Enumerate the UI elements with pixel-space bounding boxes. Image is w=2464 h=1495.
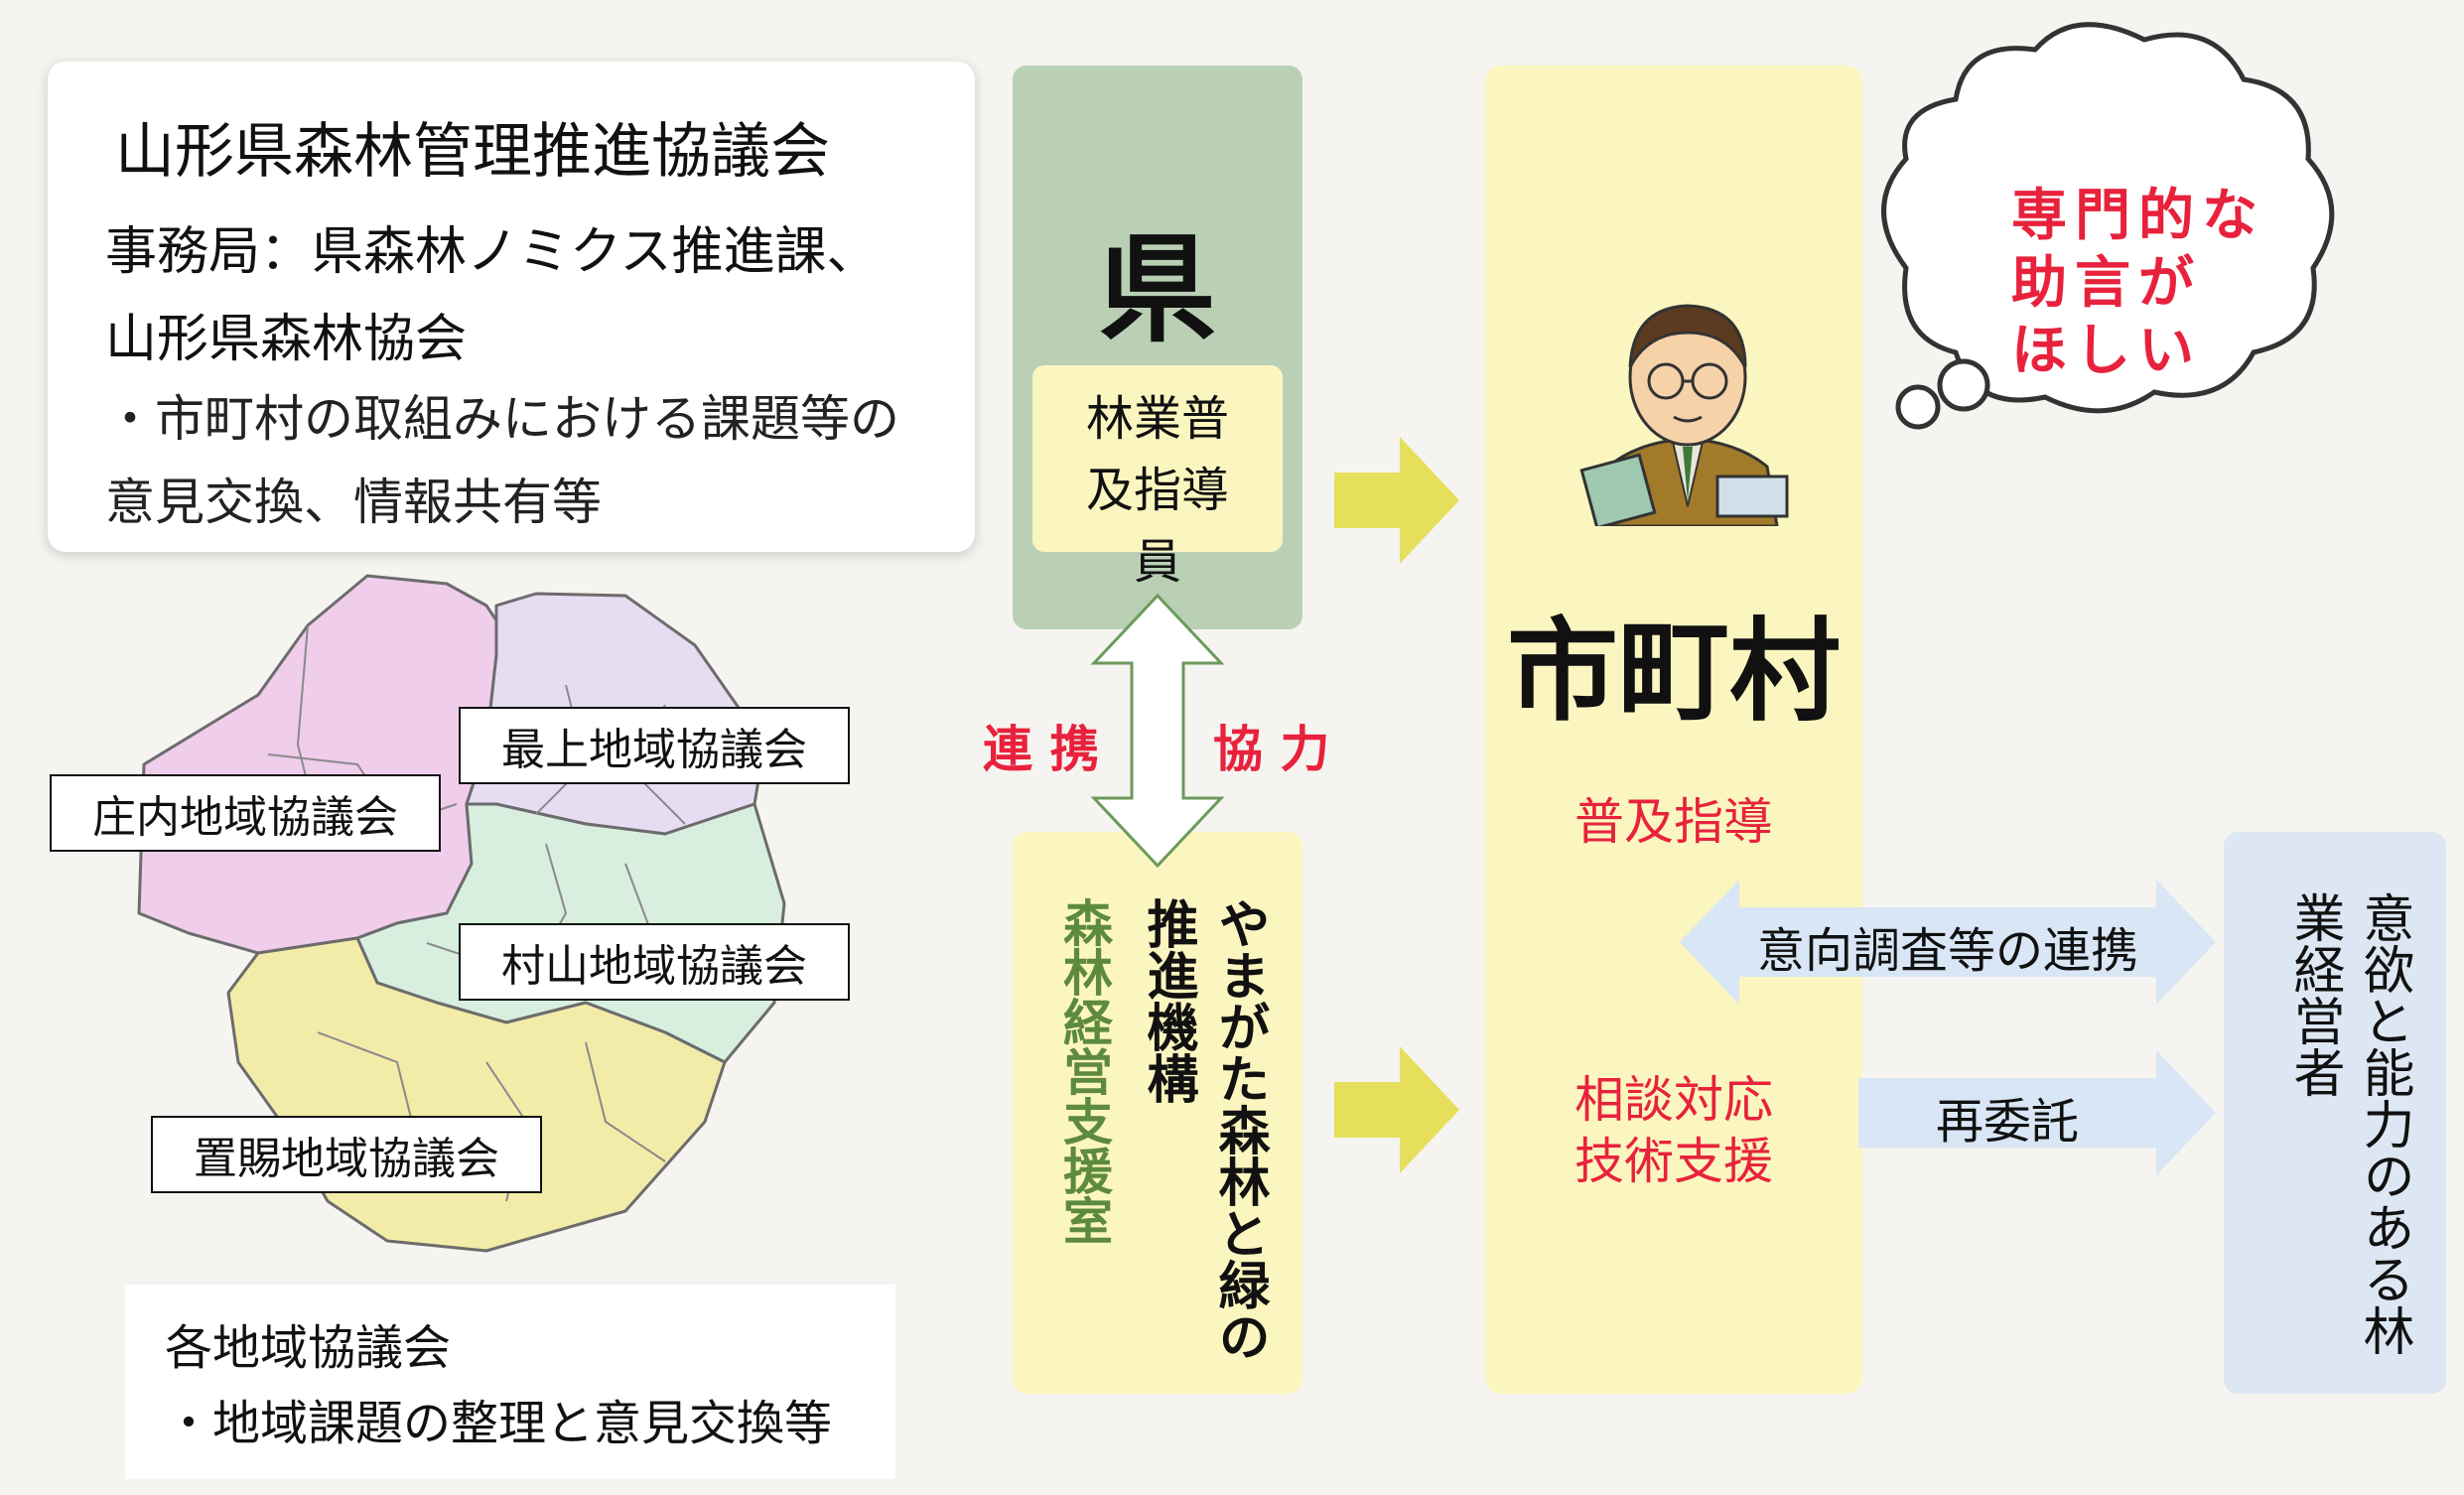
council-card: 山形県森林管理推進協議会 事務局：県森林ノミクス推進課、山形県森林協会 ・市町村… — [48, 62, 975, 552]
municipal-official-illustration — [1579, 304, 1789, 526]
organization-block: やまがた森林と緑の推進機構 森林経営支援室 — [1013, 832, 1302, 1394]
reconsign-label: 再委託 — [1935, 1094, 2079, 1150]
arrow-prefecture-to-municipality — [1334, 437, 1459, 564]
regional-title: 各地域協議会 — [165, 1320, 452, 1376]
prefecture-block: 県 林業普及指導員 — [1013, 66, 1302, 629]
municipality-block: 市町村 普及指導 相談対応 技術支援 — [1485, 66, 1862, 1394]
regional-councils-box: 各地域協議会 ・地域課題の整理と意見交換等 — [125, 1285, 895, 1479]
thought-line-3: ほしい — [2011, 319, 2202, 383]
label-mogami: 最上地域協議会 — [459, 707, 850, 784]
label-shonai: 庄内地域協議会 — [50, 774, 441, 852]
label-murayama: 村山地域協議会 — [459, 923, 850, 1001]
thought-line-2: 助言が — [2011, 251, 2202, 316]
shonai-region — [137, 574, 508, 955]
council-title: 山形県森林管理推進協議会 — [115, 117, 830, 187]
reconsign-arrow — [1858, 1050, 2216, 1175]
support-office-name: 森林経営支援室 — [1055, 897, 1113, 1245]
survey-label: 意向調査等の連携 — [1756, 923, 2138, 979]
label-okitama: 置賜地域協議会 — [151, 1116, 542, 1193]
forestry-managers-block: 意欲と能力のある林業経営者 — [2224, 832, 2446, 1394]
regional-description: ・地域課題の整理と意見交換等 — [165, 1396, 833, 1451]
council-description: ・市町村の取組みにおける課題等の意見交換、情報共有等 — [105, 390, 899, 531]
forestry-managers-label: 意欲と能力のある林業経営者 — [2284, 891, 2413, 1356]
consultation-label: 相談対応 — [1574, 1071, 1773, 1129]
municipality-title: 市町村 — [1507, 608, 1841, 737]
extension-officer-box: 林業普及指導員 — [1032, 365, 1283, 590]
link-label-renkei: 連 携 — [983, 721, 1100, 778]
council-secretariat: 事務局：県森林ノミクス推進課、山形県森林協会 — [105, 222, 879, 369]
arrow-organization-to-municipality — [1334, 1046, 1459, 1173]
link-label-kyoryoku: 協 力 — [1213, 721, 1330, 778]
prefecture-title: 県 — [1098, 221, 1216, 358]
survey-double-arrow — [1680, 880, 2216, 1005]
organization-name: やまがた森林と緑の推進機構 — [1138, 897, 1269, 1362]
guidance-label: 普及指導 — [1574, 793, 1773, 851]
technical-support-label: 技術支援 — [1574, 1133, 1773, 1190]
extension-officer-label: 林業普及指導員 — [1085, 391, 1229, 590]
cooperation-double-arrow — [1090, 593, 1225, 869]
thought-bubble — [1881, 22, 2335, 430]
thought-line-1: 専門的な — [2011, 184, 2265, 248]
